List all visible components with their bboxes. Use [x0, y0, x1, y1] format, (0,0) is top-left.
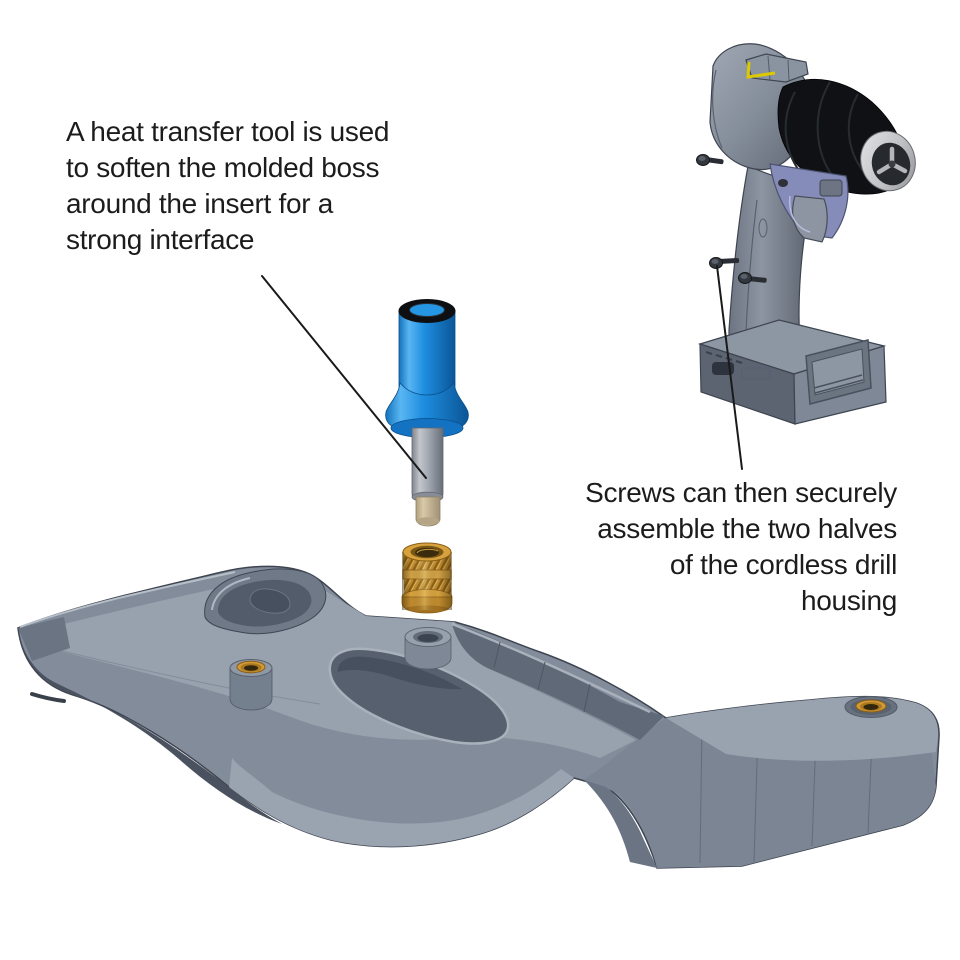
screws-callout-line-2: assemble the two halves: [597, 513, 897, 544]
heat-transfer-tool: [385, 299, 469, 527]
screws-callout-line-4: housing: [801, 585, 897, 616]
brass-threaded-insert: [401, 542, 453, 614]
housing-top-rim-highlight: [19, 571, 236, 628]
trigger-plate-screw: [778, 179, 788, 187]
heat-tool-callout-line-3: around the insert for a: [66, 188, 334, 219]
housing-left-end-face: [18, 617, 70, 661]
battery-vents: [705, 351, 743, 364]
battery-window-slats: [813, 374, 864, 394]
drill-handle-detail: [758, 218, 768, 238]
drill-trigger-area: [769, 163, 849, 243]
housing-tall-wall: [452, 624, 664, 740]
housing-pocket-upper-slot: [249, 588, 291, 614]
boss-with-insert-right: [844, 696, 898, 718]
cordless-drill: [696, 43, 916, 425]
screws-callout-line-1: Screws can then securely: [585, 477, 897, 508]
switch-yellow-accent: [746, 61, 776, 79]
housing-front-wall-band: [229, 758, 574, 847]
leader-line-heat-tool: [261, 275, 427, 479]
heat-tool-callout-line-2: to soften the molded boss: [66, 152, 380, 183]
drill-trigger: [792, 195, 828, 243]
assembly-screw-1: [696, 154, 724, 166]
drill-battery: [697, 319, 887, 425]
tool-bell-flange: [385, 382, 469, 432]
screws-callout-line-3: of the cordless drill: [669, 549, 897, 580]
housing-right-step-face: [584, 780, 657, 868]
drill-body-endcap-line: [712, 69, 723, 149]
heat-tool-callout: A heat transfer tool is used to soften t…: [66, 114, 389, 258]
screws-callout: Screws can then securely assemble the tw…: [585, 475, 897, 619]
drill-handle-seam: [745, 199, 758, 333]
housing-floor-seam: [57, 649, 321, 705]
housing-pocket-upper-rim-highlight: [211, 577, 251, 611]
housing-tall-wall-seams: [493, 641, 591, 713]
assembly-screw-3: [738, 272, 767, 284]
drill-top-switch: [745, 53, 809, 83]
leader-line-screws: [716, 265, 743, 470]
drill-housing-half: [17, 565, 940, 869]
heat-tool-callout-line-1: A heat transfer tool is used: [66, 116, 390, 147]
housing-pocket-center: [328, 647, 510, 745]
housing-pocket-center-shade: [337, 656, 462, 690]
drill-chuck: [777, 78, 916, 195]
insert-edge-shading: [402, 552, 452, 610]
boss-with-insert-left: [229, 659, 273, 711]
assembly-screws: [696, 154, 767, 284]
assembly-screw-2: [709, 257, 740, 269]
heat-tool-callout-line-4: strong interface: [66, 224, 255, 255]
housing-left-slot: [30, 692, 66, 703]
empty-boss-hole: [404, 627, 452, 670]
